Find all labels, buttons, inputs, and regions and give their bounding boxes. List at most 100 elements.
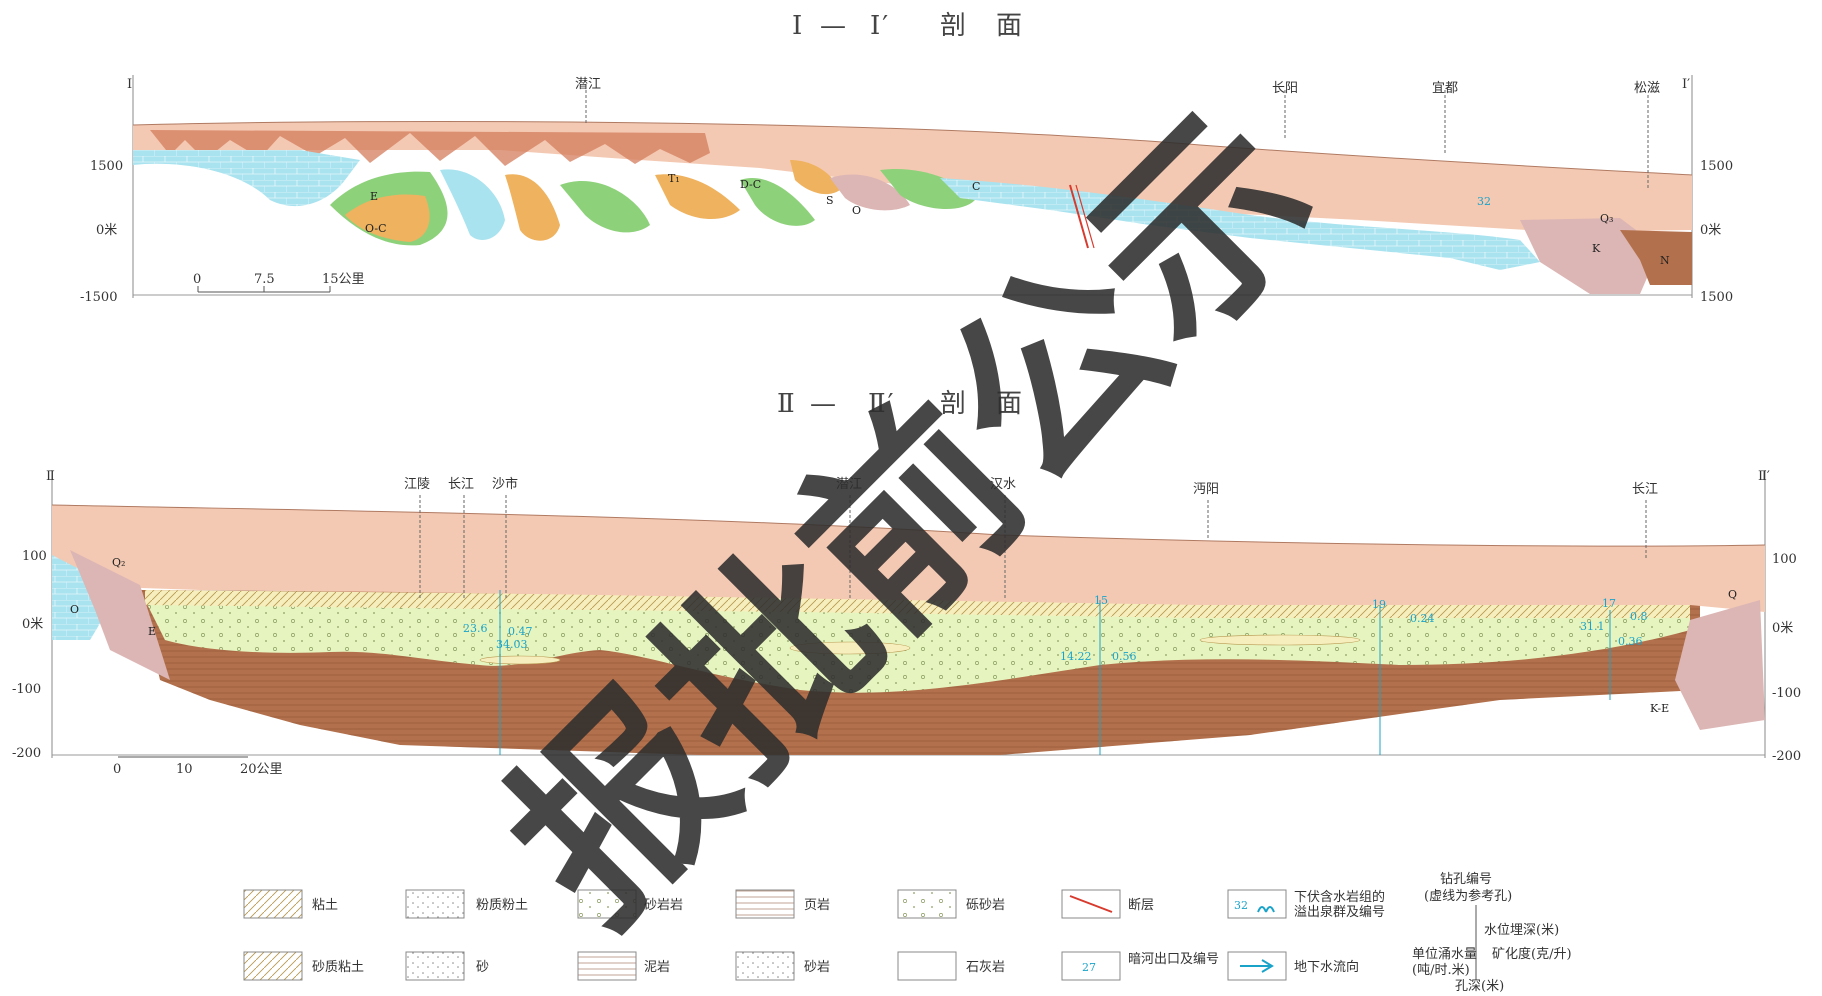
s2-place-shashi: 沙市 [492,476,518,492]
section-1-title: Ⅰ — Ⅰ′ 剖 面 [792,11,1024,41]
legend-swatch-silty [405,889,465,919]
legend-label-silty: 粉质粉土 [476,898,528,913]
flow-arrow-icon [1240,959,1274,973]
legend-label-fault: 断层 [1128,898,1154,913]
s1-place-yidu: 宜都 [1432,81,1458,96]
s2-cyan-17: 17 [1602,597,1616,610]
s2-right-tick-0: 0米 [1772,621,1793,636]
s2-left-tick-100: 100 [22,549,47,564]
s2-cyan-0-36: 0.36 [1618,635,1643,648]
legend-spring-line1: 下伏含水岩组的 [1294,889,1385,905]
s1-scale-0: 0 [193,272,201,287]
legend-well-top2: (虚线为参考孔) [1424,888,1512,904]
legend-swatch-conglomerate [897,889,957,919]
s2-right-tick-neg200: -200 [1772,749,1801,764]
s2-cyan-31-1: 31.1 [1580,620,1605,633]
legend-swatch-sandy-clay [243,951,303,981]
s2-place-jiangling: 江陵 [404,477,430,492]
s2-unit-Q: Q [1728,588,1737,601]
section-2-title: Ⅱ — Ⅱ′ 剖 面 [777,389,1024,419]
legend-well-depth: 孔深(米) [1455,979,1504,992]
legend-swatch-sand [405,951,465,981]
section-1-title-left: Ⅰ [792,11,804,41]
section-2-title-word: 剖 面 [940,389,1024,419]
section-2-title-right: Ⅱ′ [868,389,896,419]
s1-unit-C: C [972,180,980,193]
s2-well-labels: 23.6 0.47 34.03 15 14.22 0.56 19 0.24 17… [463,594,1648,663]
section-1-end-right: Ⅰ′ [1682,77,1690,92]
s2-cyan-23-6: 23.6 [463,622,488,635]
section-1-profile [132,75,1693,298]
s2-scale-bar: 0 10 20公里 [113,756,283,777]
s2-cyan-14-22: 14.22 [1060,650,1092,663]
s2-scale-10: 10 [176,762,193,777]
s1-right-tick-1500b: 1500 [1700,290,1733,305]
s2-unit-O: O [70,603,79,616]
legend-river-number: 27 [1082,961,1096,974]
s2-place-hanshui: 汉水 [990,477,1016,492]
s2-unit-E: E [148,625,156,638]
legend-well-flow1: 单位涌水量 [1412,947,1477,962]
s1-place-changyang: 长阳 [1272,81,1298,96]
s2-scale-20: 20公里 [240,762,283,777]
legend-label-sand: 砂 [476,960,489,975]
s2-unit-labels: Q₂ O E Q K-E [70,556,1737,715]
section-1-title-word: 剖 面 [940,11,1024,41]
s2-cyan-15: 15 [1094,594,1108,607]
s2-place-changjiang-1: 长江 [448,477,474,492]
s1-unit-T1: T₁ [668,172,680,185]
legend-swatch-spring [1227,889,1287,919]
s1-left-tick-neg1500: -1500 [80,290,117,305]
s1-unit-DC: D-C [740,178,761,191]
legend-label-sandy-clay: 砂质粘土 [312,960,364,975]
legend-fault-line [1069,895,1113,913]
legend: 粘土 粉质粉土 砂岩岩 页岩 砾砂岩 断层 32 下伏含水岩组的 溢出泉群及编号… [243,872,1572,994]
s2-cyan-0-47: 0.47 [508,625,533,638]
s2-left-tick-neg200: -200 [12,746,41,761]
legend-well-flow2: (吨/时.米) [1412,963,1470,978]
s2-cyan-0-8: 0.8 [1630,610,1648,623]
legend-well-mineral: 矿化度(克/升) [1492,946,1572,962]
s1-scale-bar: 0 7.5 15公里 [193,272,365,293]
legend-label-sandstone: 砂岩 [804,960,830,975]
spring-icon [1257,906,1275,913]
s1-left-tick-1500: 1500 [90,159,123,174]
s1-unit-O: O [852,204,861,217]
s2-left-tick-neg100: -100 [12,682,41,697]
s2-cyan-19: 19 [1372,598,1386,611]
section-2-title-dash: — [810,389,838,419]
s1-unit-labels: T₁ D-C S O E C O-C Q₃ K N 32 [365,172,1670,267]
legend-label-river-outlet: 暗河出口及编号 [1128,952,1219,967]
s2-cyan-0-56: 0.56 [1112,650,1137,663]
s1-unit-S: S [826,194,834,207]
legend-label-shale: 页岩 [804,898,830,913]
legend-label-clay: 粘土 [312,898,338,913]
section-2-end-left: Ⅱ [46,469,55,484]
legend-swatch-limestone [897,951,957,981]
legend-swatch-sandstone [735,951,795,981]
s2-unit-KE: K-E [1650,702,1669,715]
s2-unit-Q2: Q₂ [112,556,125,569]
s1-scale-15: 15公里 [322,272,365,287]
s1-place-songzi: 松滋 [1634,81,1660,96]
legend-label-flow: 地下水流向 [1294,959,1359,975]
s2-place-changjiang-2: 长江 [1632,482,1658,497]
s1-left-tick-0: 0米 [96,223,117,238]
section-2-profile [51,470,1766,758]
section-1-title-right: Ⅰ′ [870,11,890,41]
legend-label-sandstone-rock: 砂岩岩 [644,898,683,913]
legend-label-mudstone: 泥岩 [644,960,670,975]
legend-swatch-shale [735,889,795,919]
section-1-title-dash: — [820,11,848,41]
legend-swatch-clay [243,889,303,919]
s1-unit-N: N [1660,254,1670,267]
s1-scale-75: 7.5 [254,272,275,287]
legend-label-limestone: 石灰岩 [966,960,1005,975]
legend-swatch-river-outlet [1061,951,1121,981]
s2-cyan-0-24: 0.24 [1410,612,1435,625]
legend-spring-number: 32 [1234,899,1248,912]
legend-swatch-sandstone-rock [577,889,637,919]
s1-right-tick-1500: 1500 [1700,159,1733,174]
s2-place-mianyang: 沔阳 [1193,482,1219,497]
